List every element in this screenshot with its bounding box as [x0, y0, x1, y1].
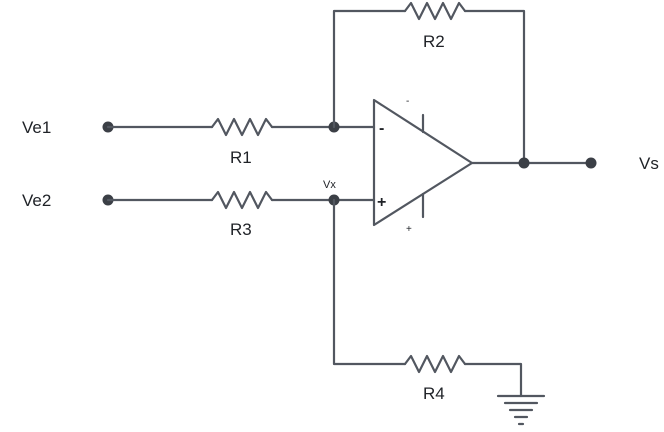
- feedback-wire-right: [463, 9, 526, 165]
- op-amp: [372, 98, 474, 227]
- vs-terminal: [585, 157, 597, 169]
- r1-label: R1: [230, 148, 252, 167]
- r1-resistor: [210, 117, 274, 137]
- feedback-branch: [332, 1, 526, 165]
- inverting-input-sign: -: [379, 120, 384, 137]
- noninverting-input-sign: +: [377, 194, 386, 211]
- r4-resistor: [403, 354, 467, 374]
- r2-resistor: [403, 1, 467, 21]
- r2-label: R2: [423, 32, 445, 51]
- r4-label: R4: [423, 384, 445, 403]
- supply-top-sign: -: [406, 96, 409, 107]
- ground-symbol: [496, 394, 546, 426]
- output-node: [518, 157, 530, 169]
- r3-resistor: [210, 190, 274, 210]
- ground-wire-right: [463, 362, 523, 398]
- ve1-label: Ve1: [22, 118, 51, 137]
- ground-wire-left: [332, 198, 407, 366]
- ve2-label: Ve2: [22, 191, 51, 210]
- supply-bottom-sign: +: [406, 224, 412, 235]
- r3-label: R3: [230, 220, 252, 239]
- output-branch: [470, 157, 597, 169]
- vx-label: Vx: [323, 179, 336, 191]
- feedback-wire-left: [332, 9, 407, 129]
- vs-label: Vs: [639, 154, 659, 173]
- ve1-branch: [102, 117, 376, 137]
- ground-branch: [332, 198, 546, 426]
